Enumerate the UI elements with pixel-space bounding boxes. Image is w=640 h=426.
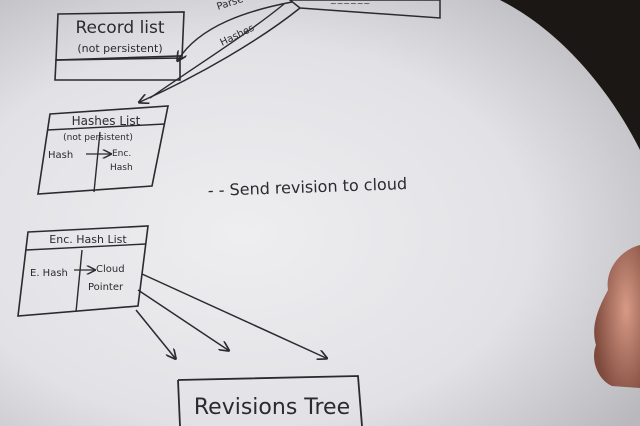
hashes-list-box: Hashes List (not persistent) Hash Enc. H…	[37, 105, 169, 195]
hashes-left-cell: Hash	[48, 150, 73, 161]
hashes-list-subtitle: (not persistent)	[63, 133, 133, 143]
hashes-right-line1: Enc.	[112, 149, 131, 159]
hashes-right-line2: Hash	[110, 163, 133, 173]
revisions-tree-title: Revisions Tree	[194, 395, 350, 420]
tree-arrow-2	[137, 289, 228, 350]
enc-hash-list-box: Enc. Hash List E. Hash Cloud Pointer	[17, 225, 149, 317]
enc-right-line2: Pointer	[88, 282, 124, 293]
finger-shape	[593, 245, 640, 388]
tree-arrow-3	[141, 273, 326, 358]
revisions-tree-box: Revisions Tree	[177, 375, 363, 426]
record-list-title: Record list	[75, 18, 164, 38]
hashes-list-title: Hashes List	[72, 114, 141, 128]
record-list-subtitle: (not persistent)	[77, 42, 162, 55]
hashes-arrow	[140, 7, 301, 102]
enc-right-line1: Cloud	[96, 264, 125, 275]
hashes-arrow-outline	[149, 3, 285, 99]
cropped-scribble: ~~~~~~	[330, 0, 370, 8]
parse-arrow	[178, 1, 293, 60]
cropped-box-edge	[288, 0, 441, 19]
enc-left-cell: E. Hash	[30, 268, 68, 279]
tree-arrow-1	[135, 309, 175, 358]
enc-hash-list-title: Enc. Hash List	[49, 233, 127, 246]
